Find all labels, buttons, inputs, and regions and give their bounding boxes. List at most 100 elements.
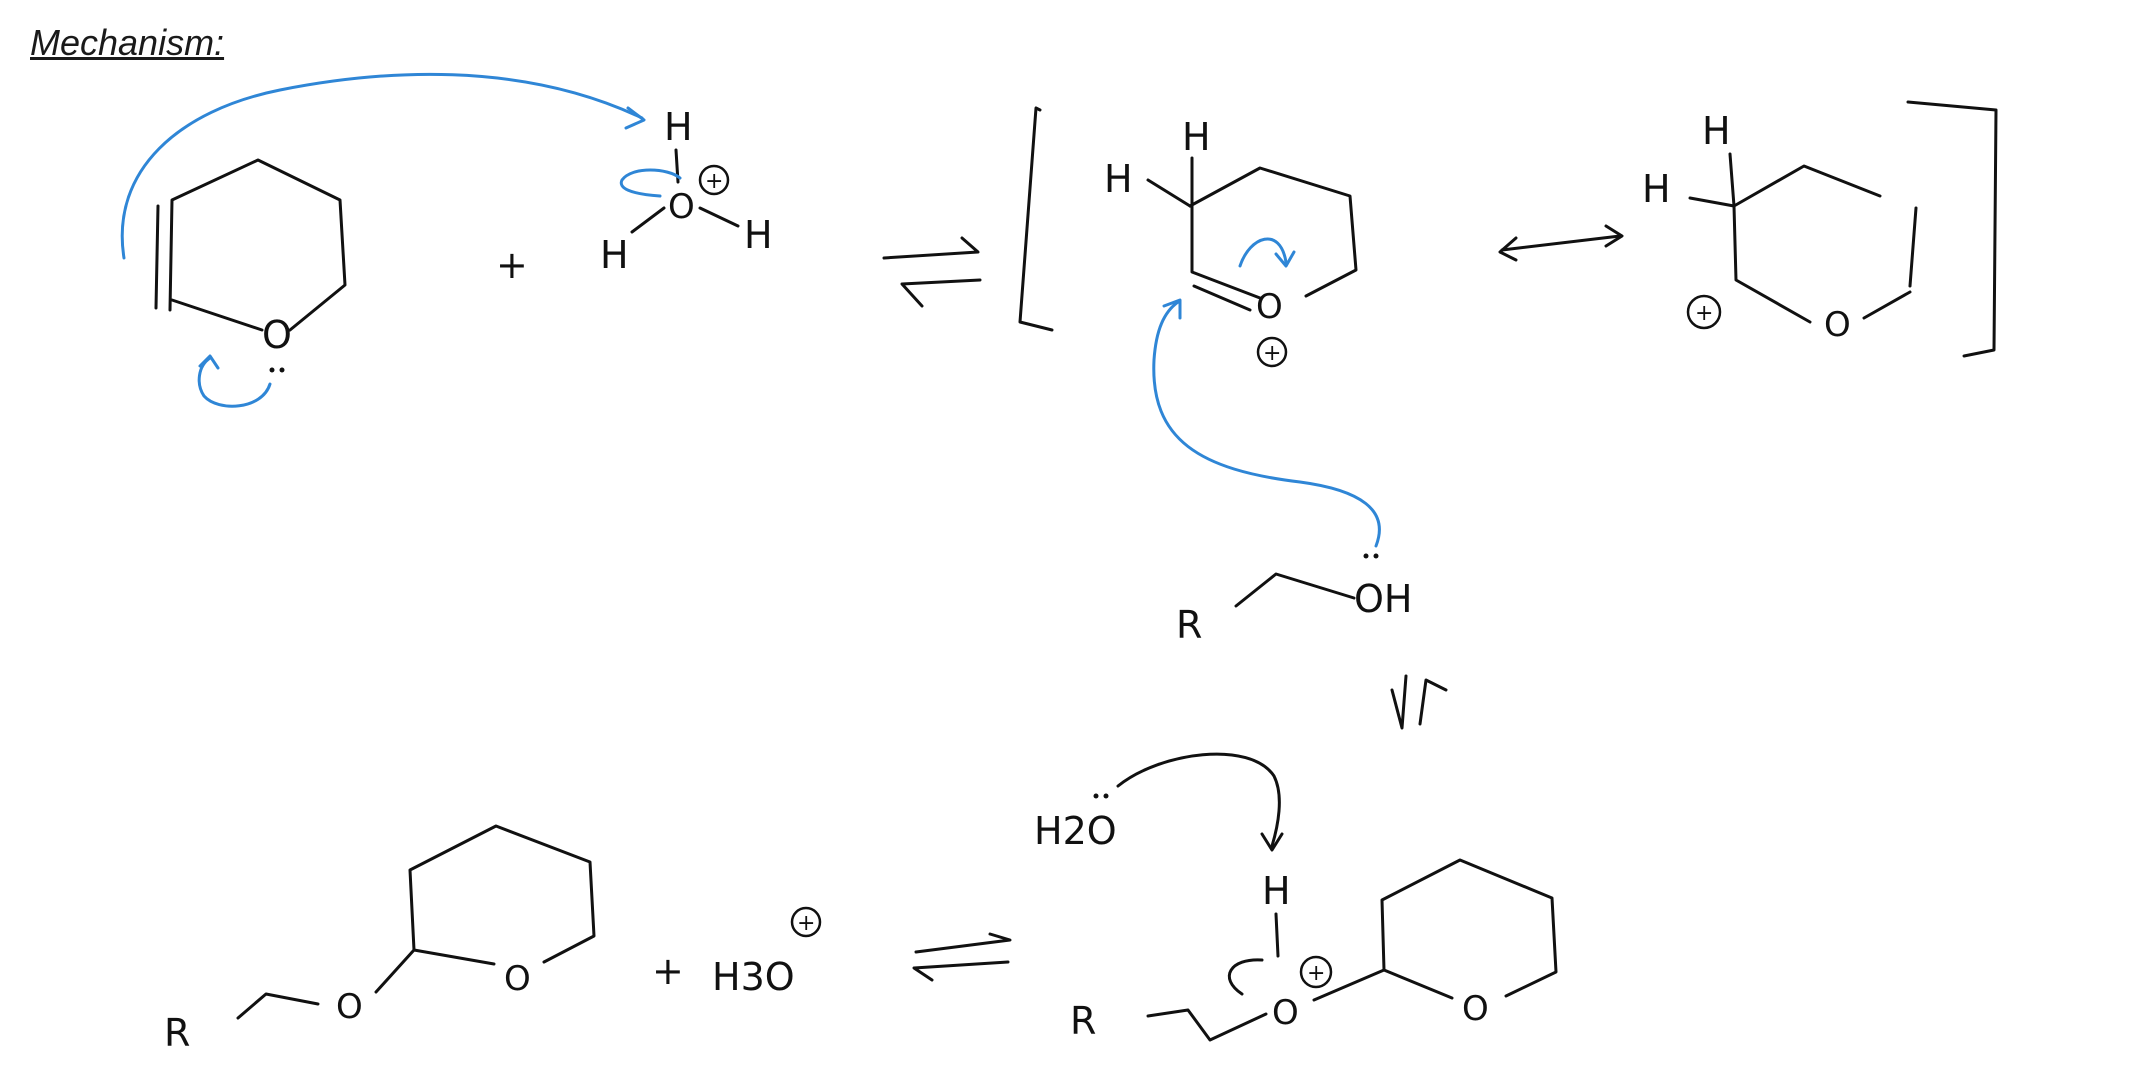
ring-oxygen: O <box>504 959 531 999</box>
oxocarbenium-form-1: H H O + <box>1104 115 1358 368</box>
alcohol-nucleophile: R OH <box>1152 298 1412 647</box>
svg-text:+: + <box>1263 341 1281 366</box>
equilibrium-arrow-icon <box>1390 674 1408 730</box>
positive-charge-badge: + <box>790 906 822 938</box>
double-bond-line <box>1192 284 1252 312</box>
hydronium-product: H3O + <box>712 906 822 999</box>
bond <box>698 206 740 228</box>
curved-arrows-step1 <box>120 72 682 408</box>
r-group: R <box>1176 603 1202 647</box>
positive-charge-badge: + <box>1686 294 1722 330</box>
ring-oxygen: O <box>1824 305 1851 345</box>
water-base: H2O <box>1034 752 1284 853</box>
bond <box>1728 152 1736 208</box>
left-bracket <box>1018 106 1054 332</box>
dihydropyran-reactant: O <box>154 158 347 373</box>
equilibrium-arrow-1 <box>882 236 982 308</box>
water-molecule: H2O <box>1034 809 1117 853</box>
ring-bonds <box>1732 204 1812 324</box>
svg-text:+: + <box>797 911 815 936</box>
lone-pair-dot <box>269 367 275 373</box>
svg-text:+: + <box>1307 961 1325 986</box>
hydronium: H3O <box>712 955 795 999</box>
bond <box>1274 912 1280 958</box>
svg-text:+: + <box>1695 301 1713 326</box>
double-headed-arrow-icon <box>1500 234 1622 252</box>
ring-bonds <box>408 824 596 964</box>
bond <box>374 948 416 994</box>
bond <box>1146 178 1192 208</box>
equilibrium-arrow-icon <box>900 278 982 308</box>
hydronium-oxygen: O <box>668 187 695 227</box>
curved-arrow-icon <box>1238 237 1288 268</box>
ring-bonds <box>168 158 347 332</box>
acetal-oxygen: O <box>1272 993 1299 1033</box>
r-group: R <box>1070 999 1096 1043</box>
resonance-arrow <box>1498 224 1624 262</box>
h-top: H <box>1182 115 1211 159</box>
equilibrium-arrow-icon <box>914 932 1012 954</box>
lone-pair-dot <box>1103 793 1109 799</box>
r-group: R <box>164 1011 190 1055</box>
bond <box>630 206 666 234</box>
arrowhead <box>1260 832 1284 852</box>
page-title: Mechanism: <box>30 22 225 63</box>
curved-arrow-icon <box>619 168 682 198</box>
ring-bonds <box>1908 206 1918 288</box>
ring-oxygen: O <box>262 313 292 357</box>
bond <box>236 992 320 1020</box>
curved-arrow-icon <box>120 72 644 260</box>
arrowhead <box>198 354 220 370</box>
ring-bonds <box>1382 968 1454 1000</box>
equilibrium-arrow-icon <box>912 960 1010 982</box>
hydronium-h-right: H <box>744 213 773 257</box>
plus-sign: + <box>496 243 528 287</box>
lone-pair-dot <box>1093 793 1099 799</box>
h-top: H <box>1702 109 1731 153</box>
lone-pair-dot <box>1373 553 1379 559</box>
ring-bonds <box>1732 164 1882 208</box>
curved-arrow-icon <box>1227 958 1264 996</box>
ring-bond-o <box>170 298 264 332</box>
equilibrium-arrow-2 <box>1390 674 1448 730</box>
right-bracket <box>1906 100 1998 358</box>
hydronium-h-left: H <box>600 233 629 277</box>
curved-arrow-icon <box>1152 300 1381 548</box>
ring-bonds <box>1188 166 1358 298</box>
h-left: H <box>1642 167 1671 211</box>
protonated-acetal: H O + R O <box>1070 858 1558 1043</box>
curved-arrow-icon <box>1116 752 1281 848</box>
ring-oxygen: O <box>1462 989 1489 1029</box>
arrowhead <box>1162 298 1182 320</box>
ether-oxygen: O <box>336 987 363 1027</box>
ring-bonds <box>1190 204 1262 300</box>
thp-ether-product: R O O <box>164 824 596 1055</box>
ring-bonds <box>1380 858 1558 998</box>
h-left: H <box>1104 157 1133 201</box>
arrowhead <box>1498 236 1518 262</box>
positive-charge-badge: + <box>698 164 730 196</box>
svg-text:+: + <box>705 169 723 194</box>
bond <box>1234 572 1356 608</box>
ring-bonds <box>412 948 496 966</box>
equilibrium-arrow-3 <box>912 932 1012 982</box>
hydronium-h-top: H <box>664 105 693 149</box>
lone-pair-dot <box>1363 553 1369 559</box>
bond <box>1688 196 1736 208</box>
curved-arrow-icon <box>197 356 272 408</box>
ring-bonds <box>1862 290 1912 320</box>
double-bond-line <box>154 204 160 310</box>
arrowhead <box>1274 250 1296 268</box>
arrowhead <box>1604 224 1624 248</box>
bond <box>1312 968 1386 1002</box>
hydroxyl: OH <box>1354 577 1412 621</box>
positive-charge-badge: + <box>1256 336 1288 368</box>
h-top: H <box>1262 869 1291 913</box>
ring-oxygen: O <box>1256 287 1283 327</box>
equilibrium-arrow-icon <box>1418 678 1448 726</box>
resonance-bracket <box>1018 100 1998 358</box>
equilibrium-arrow-icon <box>882 236 980 260</box>
lone-pair-dot <box>279 367 285 373</box>
oxocarbenium-form-2: H H O + <box>1642 109 1918 345</box>
